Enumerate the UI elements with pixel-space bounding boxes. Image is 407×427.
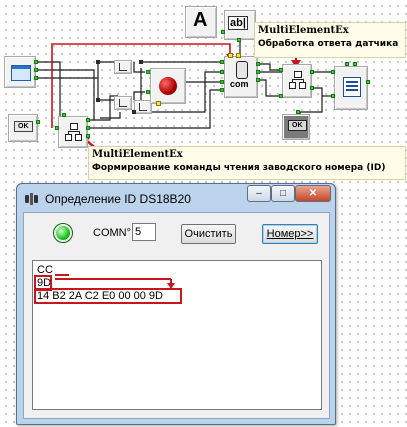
splitter-element[interactable] [114, 96, 132, 110]
memo-line-3: 14 B2 2A C2 E0 00 00 9D [37, 290, 163, 302]
app-icon [25, 193, 39, 205]
memo-element-pin[interactable] [345, 62, 349, 66]
com-port-pin[interactable] [236, 53, 241, 58]
junction-dot [139, 60, 143, 64]
splitter-element[interactable] [114, 60, 132, 74]
com-port-pin[interactable] [256, 78, 260, 82]
com-port-label: com [230, 79, 249, 89]
junction-dot [96, 60, 100, 64]
edit-element[interactable]: ab| [224, 10, 256, 40]
highlight-crc-box [34, 275, 52, 291]
clear-button[interactable]: Очистить [181, 224, 236, 244]
led-element-pin[interactable] [146, 90, 150, 94]
label-element[interactable]: A [185, 6, 217, 38]
led-element-pin[interactable] [146, 70, 150, 74]
com-port-pin[interactable] [220, 88, 224, 92]
edit-element-pin[interactable] [237, 38, 241, 42]
ok-button-left: OK [14, 121, 33, 132]
annotation-bottom: MultiElementEx Формирование команды чтен… [88, 146, 406, 180]
number-button[interactable]: Номер>> [262, 224, 318, 244]
junction-dot [96, 98, 100, 102]
ok-button-element[interactable]: OK [8, 114, 38, 142]
source-element-pin[interactable] [34, 76, 38, 80]
com-port-pin[interactable] [220, 60, 224, 64]
multielement-bottom-pin[interactable] [62, 113, 66, 117]
source-element[interactable] [4, 56, 36, 88]
memo-line-1: CC [37, 264, 53, 276]
multielement-right-pin[interactable] [310, 86, 314, 90]
hierarchy-icon [65, 123, 82, 141]
com-port-pin[interactable] [228, 53, 233, 58]
com-label: COMN° [93, 227, 132, 239]
ok-button-pin[interactable] [36, 120, 40, 124]
multielement-bottom-pin[interactable] [86, 118, 90, 122]
memo-element-pin[interactable] [331, 70, 335, 74]
splitter-element[interactable] [134, 100, 152, 114]
dialog-window[interactable]: Определение ID DS18B20 – □ ✕ COMN° Очист… [16, 183, 336, 425]
splitter-icon [119, 99, 127, 107]
edit-element-pin[interactable] [221, 30, 225, 34]
annotation-bottom-subtitle: Формирование команды чтения заводского н… [92, 163, 386, 173]
com-port-icon [236, 61, 248, 79]
ok-button-pin[interactable] [296, 110, 300, 114]
minimize-icon: – [256, 188, 262, 199]
multielement-bottom-pin[interactable] [86, 126, 90, 130]
multielement-bottom[interactable] [58, 116, 88, 148]
com-port-element[interactable]: com [224, 56, 258, 98]
memo-element-pin[interactable] [353, 62, 357, 66]
number-button-label: Номер>> [266, 228, 314, 240]
led-element-pin[interactable] [156, 101, 161, 106]
maximize-button[interactable]: □ [271, 185, 295, 202]
com-port-pin[interactable] [220, 70, 224, 74]
hierarchy-icon [289, 71, 306, 89]
dialog-title: Определение ID DS18B20 [45, 192, 191, 206]
status-led-icon [53, 223, 73, 243]
multielement-right-pin[interactable] [279, 94, 283, 98]
annotation-top: MultiElementEx Обработка ответа датчика [254, 22, 406, 58]
memo-element-pin[interactable] [366, 80, 370, 84]
window-icon [11, 65, 31, 81]
com-port-pin[interactable] [256, 70, 260, 74]
source-element-pin[interactable] [34, 60, 38, 64]
led-element[interactable] [150, 68, 186, 104]
output-memo[interactable]: CC 9D 14 B2 2A C2 E0 00 00 9D [32, 260, 322, 410]
source-element-pin[interactable] [34, 68, 38, 72]
label-element-glyph: A [193, 9, 208, 31]
minimize-button[interactable]: – [247, 185, 271, 202]
memo-element-pin[interactable] [331, 94, 335, 98]
ok-button-right: OK [288, 120, 307, 131]
com-port-pin[interactable] [220, 80, 224, 84]
close-icon: ✕ [308, 188, 318, 199]
multielement-right-pin[interactable] [279, 68, 283, 72]
annotation-top-subtitle: Обработка ответа датчика [258, 39, 399, 49]
multielement-bottom-pin[interactable] [55, 126, 59, 130]
ok-button-element-right[interactable]: OK [282, 114, 310, 140]
splitter-icon [119, 63, 127, 71]
maximize-icon: □ [279, 188, 287, 199]
dialog-client-area: COMN° Очистить Номер>> CC 9D 14 B2 2A C2… [23, 212, 330, 419]
edit-element-glyph: ab| [228, 16, 248, 30]
highlight-id-box [34, 288, 182, 304]
multielement-right-pin[interactable] [310, 70, 314, 74]
close-button[interactable]: ✕ [295, 185, 331, 202]
red-led-icon [159, 77, 177, 95]
memo-icon [343, 77, 361, 97]
junction-dot [132, 110, 136, 114]
com-port-pin[interactable] [256, 62, 260, 66]
com-number-input[interactable] [132, 223, 156, 241]
annotation-bottom-title: MultiElementEx [92, 149, 183, 160]
memo-element[interactable] [334, 66, 368, 110]
memo-line-2: 9D [37, 277, 52, 289]
annotation-top-title: MultiElementEx [258, 25, 349, 36]
multielement-right[interactable] [282, 64, 312, 98]
splitter-icon [139, 103, 147, 111]
highlight-arrow [55, 274, 175, 289]
multielement-bottom-pin[interactable] [86, 134, 90, 138]
